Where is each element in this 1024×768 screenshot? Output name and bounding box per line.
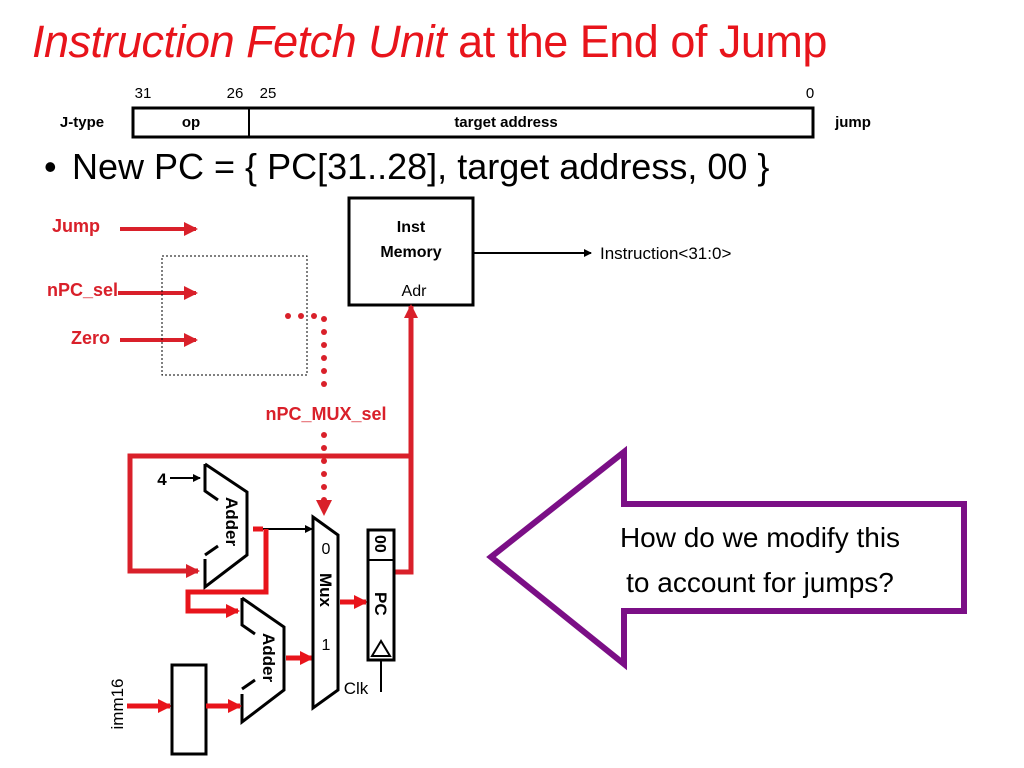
mux-shape bbox=[311, 514, 340, 711]
clock-triangle-icon bbox=[370, 639, 392, 657]
adr-port-label: Adr bbox=[402, 283, 428, 300]
npc-mux: 0 Mux 1 bbox=[311, 514, 368, 711]
callout-line1: How do we modify this bbox=[620, 522, 900, 553]
field-op: op bbox=[182, 114, 200, 131]
callout-line2: to account for jumps? bbox=[626, 567, 894, 598]
signal-npc-mux-sel: nPC_MUX_sel bbox=[265, 404, 386, 424]
pc-wires bbox=[127, 304, 418, 578]
instruction-output-label: Instruction<31:0> bbox=[600, 244, 731, 263]
pc-to-adr-wire bbox=[394, 304, 418, 575]
signal-npc-sel: nPC_sel bbox=[47, 280, 118, 300]
adder-top: 4 Adder bbox=[157, 462, 313, 618]
field-target-address: target address bbox=[454, 114, 557, 131]
const-four: 4 bbox=[157, 470, 167, 489]
jtype-label: J-type bbox=[60, 114, 104, 131]
bit-26-label: 26 bbox=[227, 85, 244, 102]
bullet-text: New PC = { PC[31..28], target address, 0… bbox=[72, 146, 770, 187]
pc-plus4-to-adder-wire bbox=[185, 529, 269, 618]
mux-label: Mux bbox=[316, 573, 335, 608]
title-rest: at the End of Jump bbox=[446, 16, 827, 67]
inst-memory-line2: Memory bbox=[380, 244, 441, 261]
bullet-dot: • bbox=[44, 146, 57, 187]
imm-extender: imm16 bbox=[108, 663, 242, 756]
inst-memory-line1: Inst bbox=[397, 219, 426, 236]
pc-label: PC bbox=[371, 592, 390, 616]
callout-arrow-shape bbox=[486, 445, 967, 671]
jump-label: jump bbox=[834, 114, 871, 131]
imm16-label: imm16 bbox=[108, 678, 127, 729]
control-signals: Jump nPC_sel Zero nPC_MUX_sel bbox=[47, 216, 387, 516]
pc-register: 00 PC Clk bbox=[344, 528, 396, 698]
title-italic: Instruction Fetch Unit bbox=[32, 16, 447, 67]
inst-memory-box bbox=[347, 196, 475, 307]
clk-label: Clk bbox=[344, 679, 369, 698]
mux-input-0: 0 bbox=[322, 541, 331, 558]
signal-jump: Jump bbox=[52, 216, 100, 236]
adder-top-label: Adder bbox=[222, 497, 241, 547]
inst-memory: Inst Memory Adr Instruction<31:0> bbox=[347, 196, 731, 307]
adder-bottom: Adder bbox=[240, 596, 314, 726]
bit-31-label: 31 bbox=[135, 85, 152, 102]
question-callout: How do we modify this to account for jum… bbox=[486, 445, 967, 671]
pc-box bbox=[366, 528, 396, 662]
pc-to-adder-wire bbox=[127, 453, 411, 578]
format-box bbox=[131, 106, 815, 139]
control-logic-box bbox=[161, 255, 308, 376]
bullet-new-pc: • New PC = { PC[31..28], target address, … bbox=[44, 146, 769, 188]
mux-input-1: 1 bbox=[322, 637, 331, 654]
npc-mux-sel-dotted-line bbox=[285, 313, 332, 516]
jtype-format: 31 26 25 0 J-type op target address jump bbox=[60, 85, 871, 139]
bit-25-label: 25 bbox=[260, 85, 277, 102]
extender-box bbox=[170, 663, 208, 756]
pc-low-bits: 00 bbox=[371, 535, 388, 553]
adder-bottom-label: Adder bbox=[259, 633, 278, 683]
slide-title: Instruction Fetch Unit at the End of Jum… bbox=[32, 16, 827, 68]
signal-zero: Zero bbox=[71, 328, 110, 348]
bit-0-label: 0 bbox=[806, 85, 814, 102]
